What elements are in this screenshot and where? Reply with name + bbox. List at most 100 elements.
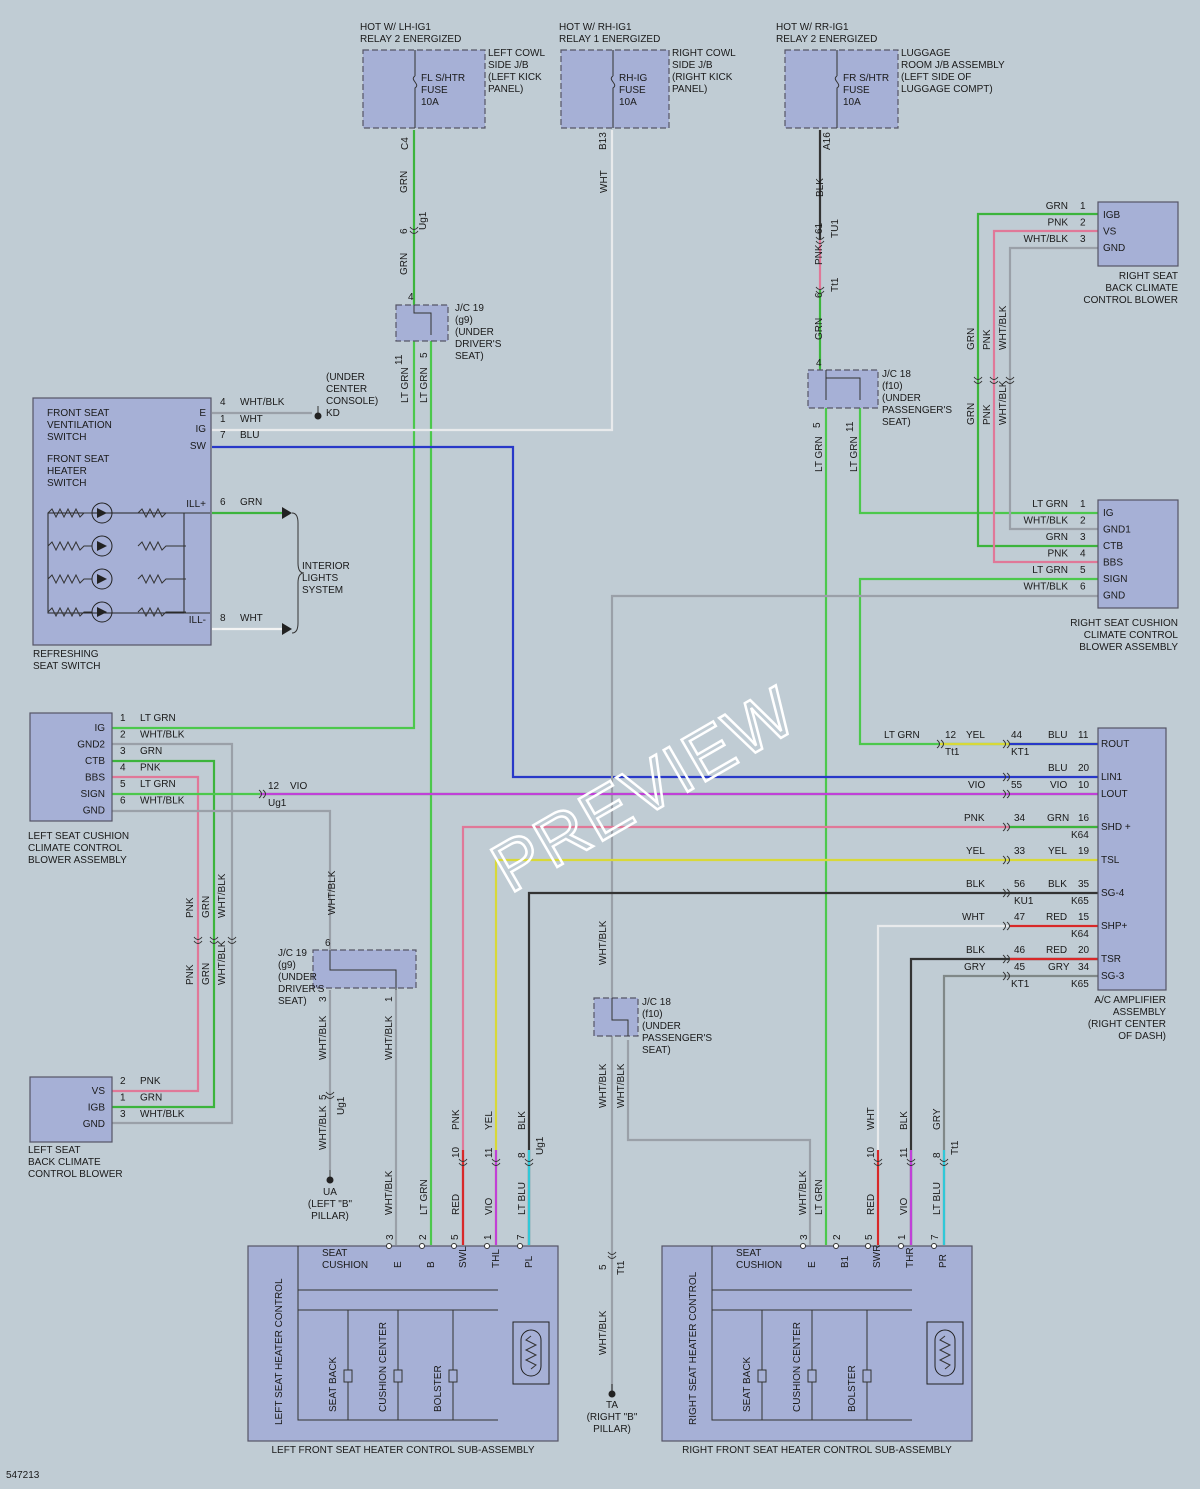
fuse-title-lh: HOT W/ LH-IG1 [360, 22, 431, 33]
jc19-bottom-label: (g9) [278, 960, 296, 971]
jc18-top-label: (f10) [882, 381, 903, 392]
fuse-location-rr: LUGGAGE COMPT) [901, 84, 993, 95]
pin-num: 6 [814, 292, 825, 298]
pin-ig: IG [94, 723, 105, 734]
wire-color-label: WHT/BLK [327, 870, 338, 915]
wire-color-label: LT GRN [849, 436, 860, 472]
pin-sign: SIGN [81, 789, 105, 800]
wire-color-label: WHT/BLK [217, 873, 228, 918]
pin-num: 3 [318, 996, 329, 1002]
left-heater-caption: LEFT FRONT SEAT HEATER CONTROL SUB-ASSEM… [271, 1445, 534, 1456]
fuse-location-rh: (RIGHT KICK [672, 72, 733, 83]
kd-location: (UNDER [326, 372, 365, 383]
wire-color-label: WHT [962, 912, 985, 923]
pin-num: 1 [120, 713, 126, 724]
wire-color-label: LT BLU [517, 1182, 528, 1215]
left-cushion-caption: BLOWER ASSEMBLY [28, 855, 127, 866]
pin-num: 3 [1080, 234, 1086, 245]
fuse-location-rh: RIGHT COWL [672, 48, 736, 59]
pin-num: 4 [1080, 549, 1086, 560]
pin-num: 19 [1078, 846, 1090, 857]
right-heater-pin-thr: THR [905, 1247, 916, 1268]
fuse-box-rh [560, 49, 670, 129]
connector-mark [1002, 772, 1010, 782]
wire-color-label: PNK [140, 1076, 161, 1087]
wire-color-label: VIO [290, 781, 307, 792]
pin-num: 2 [1080, 516, 1086, 527]
pin-num: 3 [385, 1234, 396, 1240]
amp-caption: A/C AMPLIFIER [1094, 995, 1166, 1006]
jc18-bottom-label: PASSENGER'S [642, 1033, 712, 1044]
pin-num: 5 [120, 779, 126, 790]
fuse-location-lh: SIDE J/B [488, 60, 529, 71]
resistor [137, 606, 186, 618]
jc19-bottom-label: DRIVER'S [278, 984, 325, 995]
wire-color-label: BLU [1048, 763, 1067, 774]
pin-num: 2 [418, 1234, 429, 1240]
wire-color-label: GRN [240, 497, 262, 508]
left-heater-pin-swl: SWL [458, 1246, 469, 1268]
interior-lights-label: INTERIOR [302, 561, 350, 572]
pin-ctb: CTB [1103, 541, 1123, 552]
pin-num: 6 [120, 796, 126, 807]
connector-mark [973, 376, 983, 384]
connector-mark [989, 376, 999, 384]
connector-mark [906, 1158, 916, 1166]
pin-num: 35 [1078, 879, 1090, 890]
wire-color-label: BLK [966, 879, 985, 890]
wire-color-label: BLK [1048, 879, 1067, 890]
pin-num: 11 [394, 354, 405, 365]
pin-gnd: GND [1103, 591, 1125, 602]
pin-num: 1 [483, 1234, 494, 1240]
pin-num: 45 [1014, 962, 1026, 973]
wire-color-label: GRN [1046, 201, 1068, 212]
connector-mark [524, 1158, 534, 1166]
connector-label: K65 [1071, 979, 1089, 990]
wire-color-label: LT GRN [814, 1179, 825, 1215]
wire-color-label: LT GRN [419, 367, 430, 403]
connector-mark [409, 226, 419, 234]
left-back-caption: BACK CLIMATE [28, 1157, 101, 1168]
wire-color-label: WHT/BLK [140, 796, 185, 807]
led-icon [97, 607, 107, 617]
amp-pin-7: TSR [1101, 954, 1121, 965]
ua-ground-label: (LEFT "B" [308, 1199, 353, 1210]
led-icon [91, 601, 113, 623]
wire-color-label: VIO [1050, 780, 1067, 791]
jc18-top-label: SEAT) [882, 417, 911, 428]
wire-color-label: GRN [201, 963, 212, 985]
left-heater-sub: SEAT [322, 1248, 347, 1259]
left-heater-title: LEFT SEAT HEATER CONTROL [274, 1278, 285, 1425]
fuse-location-rr: LUGGAGE [901, 48, 951, 59]
wire-color-label: PNK [964, 813, 985, 824]
wire-color-label: BLU [1048, 730, 1067, 741]
connector-label: Ug1 [535, 1136, 546, 1155]
fuse-location-lh: (LEFT KICK [488, 72, 542, 83]
wire-color-label: VIO [968, 780, 985, 791]
interior-lights-label: LIGHTS [302, 573, 338, 584]
pin-num: 5 [419, 352, 430, 358]
wire-color-label: WHT/BLK [998, 380, 1009, 425]
left-back-caption: CONTROL BLOWER [28, 1169, 123, 1180]
left-thermistor-icon [512, 1321, 550, 1385]
led-icon [91, 568, 113, 590]
jc19-bottom-box [312, 949, 417, 989]
resistor [47, 573, 92, 585]
fuse-name-rh: RH-IG [619, 73, 648, 84]
interior-lights-label: SYSTEM [302, 585, 343, 596]
ua-ground-label: UA [323, 1187, 337, 1198]
led-icon [97, 541, 107, 551]
pin-num: 10 [1078, 780, 1090, 791]
jc18-bottom-label: (f10) [642, 1009, 663, 1020]
connector-mark [1005, 376, 1015, 384]
wire-color-label: WHT [599, 170, 610, 193]
jc18-top-label: (UNDER [882, 393, 921, 404]
pin-num: 55 [1011, 780, 1023, 791]
resistor [47, 540, 92, 552]
wire-color-label: GRN [966, 328, 977, 350]
wire-color-label: GRY [1048, 962, 1070, 973]
pin-num: 5 [812, 422, 823, 428]
right-back-caption: CONTROL BLOWER [1083, 295, 1178, 306]
wire-ltgrn-to-right-cushion-ig [858, 408, 1098, 515]
pin-num: 6 [325, 938, 331, 949]
